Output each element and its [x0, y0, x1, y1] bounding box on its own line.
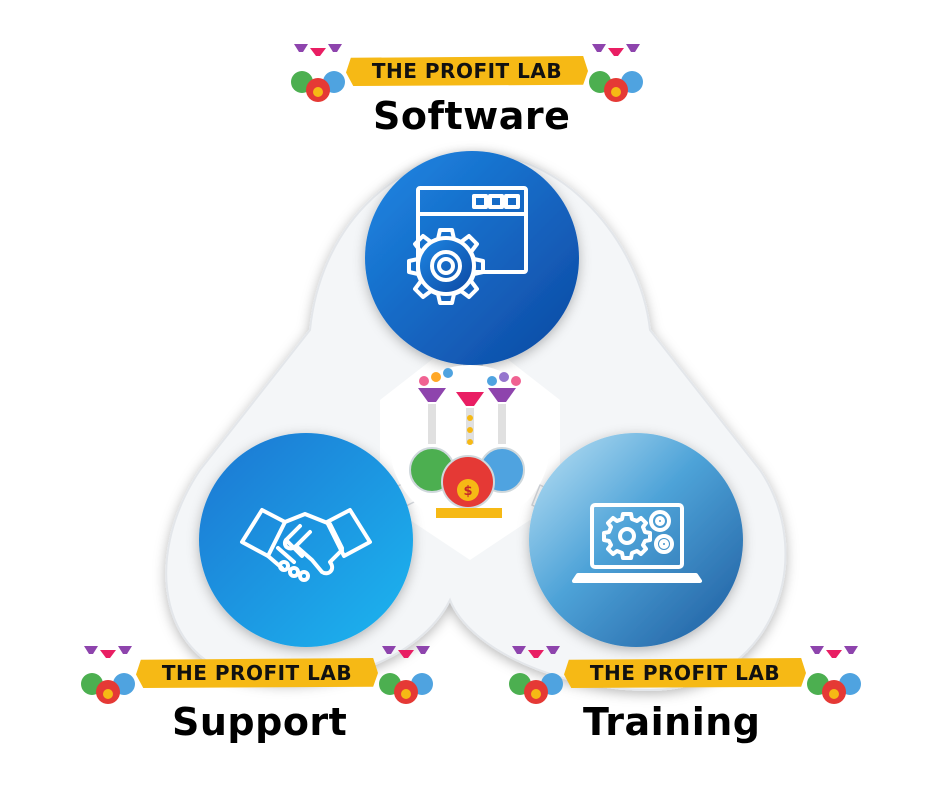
brand-banner: THE PROFIT LAB [564, 658, 806, 688]
svg-text:$: $ [463, 484, 472, 499]
software-brand: THE PROFIT LAB [288, 38, 646, 104]
laptop-gears-icon [572, 503, 702, 583]
support-label: Support [172, 700, 348, 744]
training-brand: THE PROFIT LAB [506, 640, 864, 706]
handshake-icon [240, 508, 372, 582]
flask-logo-icon [81, 646, 135, 704]
software-node [365, 151, 579, 365]
flask-logo-icon [807, 646, 861, 704]
browser-gear-icon [407, 186, 528, 305]
brand-banner: THE PROFIT LAB [136, 658, 378, 688]
software-label: Software [373, 94, 571, 138]
flask-logo-icon [509, 646, 563, 704]
flask-logo-icon [589, 44, 643, 102]
flask-logo-icon [379, 646, 433, 704]
brand-banner: THE PROFIT LAB [346, 56, 588, 86]
training-label: Training [583, 700, 761, 744]
profit-lab-flask-logo: $ [409, 368, 525, 518]
support-node [199, 433, 413, 647]
training-node [529, 433, 743, 647]
center-logo: $ [390, 365, 550, 525]
support-brand: THE PROFIT LAB [78, 640, 436, 706]
flask-logo-icon [291, 44, 345, 102]
